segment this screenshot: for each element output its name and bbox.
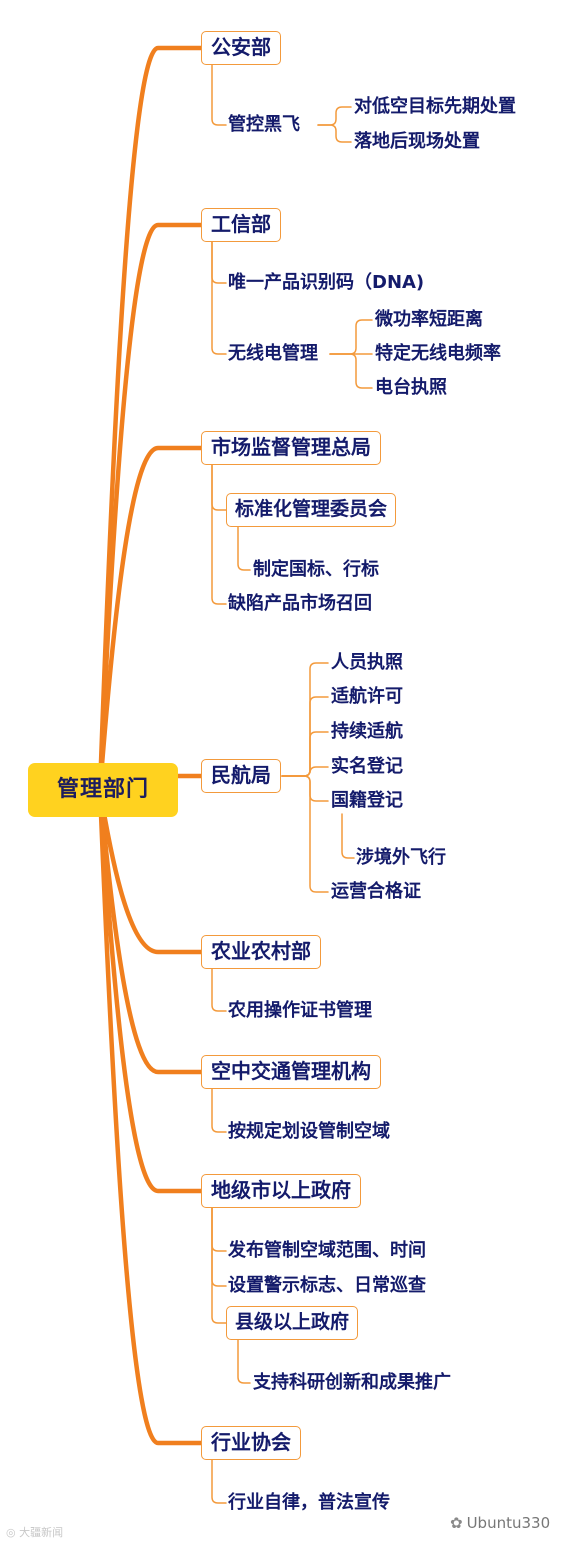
conn-minhang-3	[281, 766, 329, 777]
node-airworthiness-permit[interactable]: 适航许可	[331, 686, 403, 707]
conn-guankong-1	[317, 124, 352, 143]
dept-public-security[interactable]: 公安部	[201, 31, 281, 65]
conn-shichang-0	[211, 464, 227, 511]
node-radio-management[interactable]: 无线电管理	[228, 343, 318, 364]
dept-prefecture-government[interactable]: 地级市以上政府	[201, 1174, 361, 1208]
wechat-icon: ✿	[450, 1514, 463, 1532]
conn-minhang-2	[281, 731, 329, 777]
conn-minhang-5	[281, 775, 329, 893]
node-continued-airworthiness[interactable]: 持续适航	[331, 721, 403, 742]
conn-hangye-0	[211, 1459, 227, 1504]
conn-wuxiandian-0	[329, 319, 373, 355]
node-real-name-registration[interactable]: 实名登记	[331, 756, 403, 777]
conn-wuxiandian-2	[329, 353, 373, 389]
conn-biaozhun-0	[237, 526, 251, 571]
conn-dijishi-0	[211, 1207, 227, 1252]
node-national-standards[interactable]: 制定国标、行标	[253, 559, 379, 580]
node-warning-signs[interactable]: 设置警示标志、日常巡查	[228, 1275, 426, 1296]
node-specific-frequency[interactable]: 特定无线电频率	[375, 343, 501, 364]
watermark-left: ◎ 大疆新闻	[6, 1526, 64, 1539]
dept-miit[interactable]: 工信部	[201, 208, 281, 242]
dept-market-regulation[interactable]: 市场监督管理总局	[201, 431, 381, 465]
conn-dijishi-1	[211, 1207, 227, 1287]
conn-gonganbu-0	[211, 64, 227, 126]
conn-xianji-0	[237, 1339, 251, 1384]
node-cross-border-flight[interactable]: 涉境外飞行	[356, 847, 446, 868]
watermark-right: ✿Ubuntu330	[450, 1514, 551, 1532]
node-onsite-disposal[interactable]: 落地后现场处置	[354, 131, 480, 152]
node-nationality-registration[interactable]: 国籍登记	[331, 790, 403, 811]
node-publish-airspace[interactable]: 发布管制空域范围、时间	[228, 1240, 426, 1261]
node-operation-certificate[interactable]: 运营合格证	[331, 881, 421, 902]
node-standardization-committee[interactable]: 标准化管理委员会	[226, 493, 397, 527]
conn-gongxinbu-1	[211, 241, 227, 355]
node-research-support[interactable]: 支持科研创新和成果推广	[253, 1372, 451, 1393]
branch-line-5	[97, 787, 204, 1075]
node-drone-control[interactable]: 管控黑飞	[228, 114, 300, 135]
conn-kongzhong-0	[211, 1088, 227, 1133]
node-low-altitude-disposal[interactable]: 对低空目标先期处置	[354, 96, 516, 117]
node-personnel-license[interactable]: 人员执照	[331, 652, 403, 673]
conn-minhang-4	[281, 775, 329, 802]
conn-guoji-0	[341, 813, 355, 859]
conn-minhang-0	[281, 662, 329, 777]
node-defective-recall[interactable]: 缺陷产品市场召回	[228, 593, 372, 614]
conn-dijishi-2	[211, 1207, 227, 1324]
weibo-icon: ◎	[6, 1526, 20, 1539]
node-product-id-dna[interactable]: 唯一产品识别码（DNA)	[228, 272, 425, 293]
node-self-discipline[interactable]: 行业自律，普法宣传	[228, 1492, 390, 1513]
dept-air-traffic-management[interactable]: 空中交通管理机构	[201, 1055, 381, 1089]
dept-agriculture[interactable]: 农业农村部	[201, 935, 321, 969]
node-controlled-airspace[interactable]: 按规定划设管制空域	[228, 1121, 390, 1142]
conn-gongxinbu-0	[211, 241, 227, 284]
conn-minhang-1	[281, 696, 329, 777]
node-county-government[interactable]: 县级以上政府	[226, 1306, 359, 1340]
dept-civil-aviation[interactable]: 民航局	[201, 759, 281, 793]
node-micro-power[interactable]: 微功率短距离	[375, 309, 483, 330]
node-agri-certificate[interactable]: 农用操作证书管理	[228, 1000, 372, 1021]
branch-line-1	[97, 222, 204, 793]
branch-line-2	[97, 445, 204, 793]
branch-line-0	[97, 45, 204, 793]
node-station-license[interactable]: 电台执照	[375, 377, 447, 398]
root-node[interactable]: 管理部门	[28, 763, 178, 817]
conn-nongye-0	[211, 968, 227, 1012]
dept-industry-association[interactable]: 行业协会	[201, 1426, 301, 1460]
conn-shichang-1	[211, 464, 227, 605]
branch-line-7	[97, 787, 204, 1446]
conn-guankong-0	[317, 106, 352, 126]
